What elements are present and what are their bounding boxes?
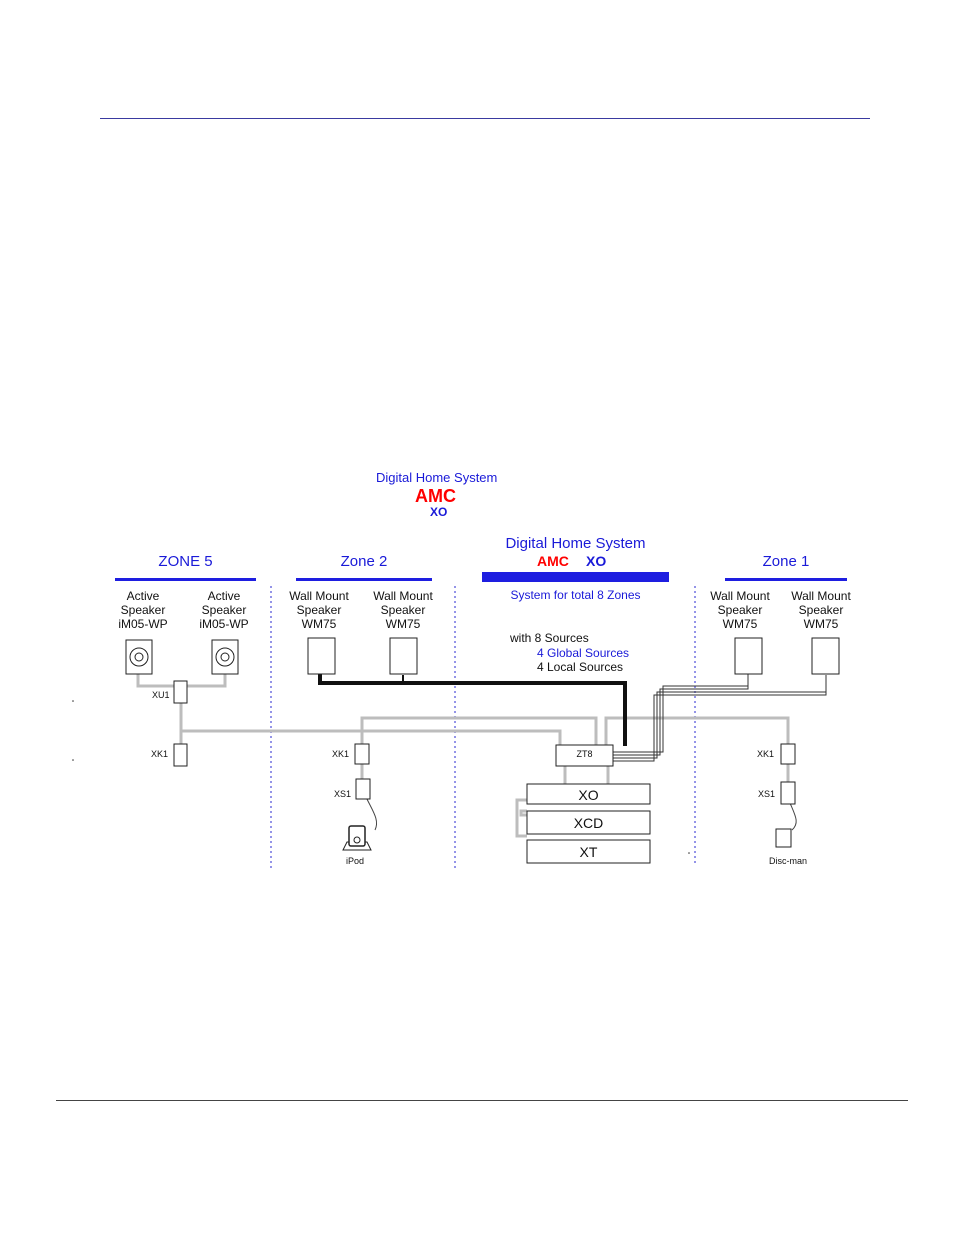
ipod-label: iPod bbox=[346, 856, 365, 866]
zone1-title: Zone 1 bbox=[762, 553, 810, 570]
ipod-icon bbox=[342, 825, 372, 851]
zone2-wall-speaker-1 bbox=[307, 637, 336, 675]
zone1-xs1-module bbox=[780, 781, 796, 805]
center-system-title: Digital Home System bbox=[505, 535, 646, 552]
center-brand: AMC bbox=[537, 553, 569, 569]
zone2-title: Zone 2 bbox=[340, 553, 388, 570]
center-subtitle: System for total 8 Zones bbox=[510, 588, 641, 602]
xcd-unit bbox=[526, 810, 651, 835]
top-system-title: Digital Home System bbox=[376, 470, 498, 485]
zone1-wall-speaker-2 bbox=[811, 637, 840, 675]
zt8-label: ZT8 bbox=[576, 749, 593, 759]
top-brand: AMC bbox=[415, 486, 456, 506]
cable-xo-xt bbox=[515, 798, 527, 838]
top-model: XO bbox=[430, 505, 448, 519]
zone2-xs1-module bbox=[355, 778, 371, 800]
cord-ipod bbox=[365, 796, 378, 831]
cable-xo-xcd bbox=[519, 809, 527, 817]
cable-zone1-xk1-zt8 bbox=[604, 716, 790, 746]
zone2-speaker-cable bbox=[318, 673, 627, 746]
active-speaker-2 bbox=[211, 639, 239, 675]
footer-rule bbox=[56, 1100, 908, 1101]
zone2-xs1-label: XS1 bbox=[334, 789, 352, 799]
cord-discman bbox=[789, 802, 797, 831]
header-rule bbox=[100, 118, 870, 119]
global-sources: 4 Global Sources bbox=[537, 646, 630, 660]
xt-label: XT bbox=[579, 844, 598, 860]
zone2-xk1-label: XK1 bbox=[332, 749, 350, 759]
cable-zone2-xk1-zt8 bbox=[360, 716, 598, 746]
zone1-xs1-label: XS1 bbox=[758, 789, 776, 799]
local-sources: 4 Local Sources bbox=[537, 660, 624, 674]
cable-speaker2-xu1 bbox=[187, 672, 227, 688]
xcd-label: XCD bbox=[573, 815, 604, 831]
active-speaker-1 bbox=[125, 639, 153, 675]
cable-speaker1-xu1 bbox=[136, 672, 175, 688]
zone2-xk1-module bbox=[354, 743, 370, 765]
cable-xk1-zt8 bbox=[179, 729, 562, 746]
device-cords bbox=[365, 796, 797, 831]
zone5-xu1-label: XU1 bbox=[152, 690, 170, 700]
zone1-xk1-label: XK1 bbox=[757, 749, 775, 759]
discman-label: Disc-man bbox=[769, 856, 808, 866]
sources-total: with 8 Sources bbox=[510, 631, 589, 645]
xt-unit bbox=[526, 839, 651, 864]
center-title-bar bbox=[482, 572, 669, 582]
zone-dividers bbox=[270, 586, 696, 870]
zone5-xu1-module bbox=[173, 680, 188, 704]
zone1-speaker-cable bbox=[613, 673, 827, 762]
zone2-wall-speaker-2 bbox=[389, 637, 418, 675]
xo-unit bbox=[526, 783, 651, 805]
xo-label: XO bbox=[578, 787, 599, 803]
grey-cables bbox=[136, 672, 790, 838]
zone5-title-bar bbox=[115, 578, 256, 581]
discman-icon bbox=[775, 828, 792, 848]
zone1-wall-speaker-1 bbox=[734, 637, 763, 675]
zone5-xk1-label: XK1 bbox=[151, 749, 169, 759]
zone2-title-bar bbox=[296, 578, 432, 581]
zone1-xk1-module bbox=[780, 743, 796, 765]
zt8-unit bbox=[555, 744, 614, 767]
center-model: XO bbox=[586, 553, 607, 569]
zone5-xk1-module bbox=[173, 743, 188, 767]
zone5-title: ZONE 5 bbox=[158, 553, 213, 570]
zone1-title-bar bbox=[725, 578, 847, 581]
